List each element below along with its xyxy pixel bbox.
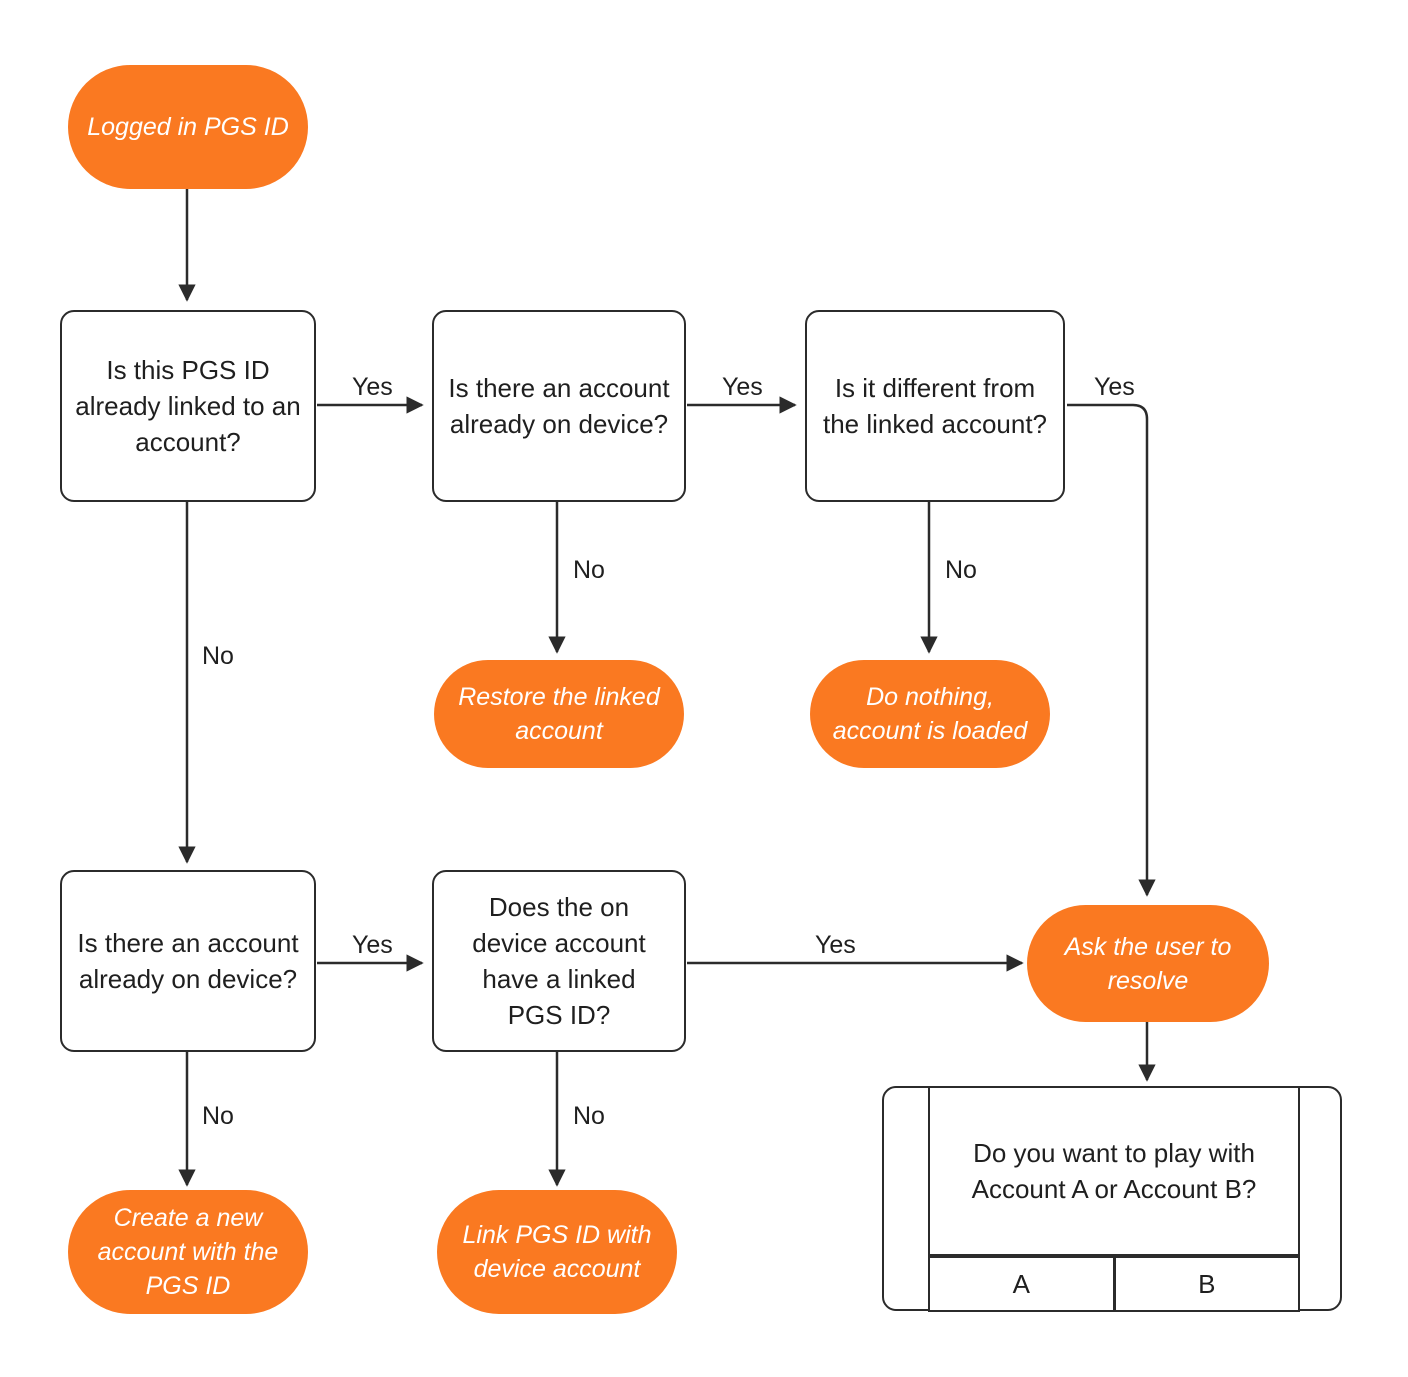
node-decision-account-on-device-top: Is there an account already on device? (432, 310, 686, 502)
edge-label-d5-no: No (573, 1102, 605, 1130)
node-terminal-ask-user-to-resolve: Ask the user to resolve (1027, 905, 1269, 1022)
edge-label-d1-no: No (202, 642, 234, 670)
dialog-button-row: A B (928, 1256, 1300, 1312)
edge-d3-yes-ask (1067, 403, 1156, 897)
node-decision-device-account-has-pgs-id: Does the on device account have a linked… (432, 870, 686, 1052)
node-terminal-create-new-account-label: Create a new account with the PGS ID (97, 1204, 279, 1300)
node-decision-pgs-id-linked: Is this PGS ID already linked to an acco… (60, 310, 316, 502)
node-start: Logged in PGS ID (68, 65, 308, 189)
node-decision-account-on-device-bottom: Is there an account already on device? (60, 870, 316, 1052)
dialog-button-a-label: A (1012, 1268, 1030, 1299)
edge-label-d2-no: No (573, 556, 605, 584)
node-terminal-link-pgs-id-label: Link PGS ID with device account (462, 1221, 652, 1283)
node-terminal-restore-linked-account: Restore the linked account (434, 660, 684, 768)
node-decision-account-on-device-top-label: Is there an account already on device? (448, 373, 670, 439)
node-start-label: Logged in PGS ID (87, 113, 289, 141)
edge-label-d4-yes: Yes (352, 931, 393, 959)
node-terminal-create-new-account: Create a new account with the PGS ID (68, 1190, 308, 1314)
dialog-message-panel: Do you want to play with Account A or Ac… (928, 1086, 1300, 1256)
dialog-message-text: Do you want to play with Account A or Ac… (971, 1138, 1257, 1204)
node-terminal-link-pgs-id: Link PGS ID with device account (437, 1190, 677, 1314)
node-decision-pgs-id-linked-label: Is this PGS ID already linked to an acco… (75, 355, 301, 457)
dialog-button-b[interactable]: B (1112, 1258, 1299, 1310)
node-decision-account-on-device-bottom-label: Is there an account already on device? (77, 928, 299, 994)
edge-label-d5-yes: Yes (815, 931, 856, 959)
dialog-button-a[interactable]: A (930, 1258, 1113, 1310)
dialog-button-b-label: B (1198, 1268, 1216, 1299)
node-decision-device-account-has-pgs-id-label: Does the on device account have a linked… (472, 892, 646, 1030)
edge-label-d3-yes: Yes (1094, 373, 1135, 401)
edge-label-d4-no: No (202, 1102, 234, 1130)
node-decision-different-from-linked: Is it different from the linked account? (805, 310, 1065, 502)
node-terminal-ask-user-to-resolve-label: Ask the user to resolve (1064, 932, 1232, 995)
edge-label-d3-no: No (945, 556, 977, 584)
node-terminal-do-nothing: Do nothing, account is loaded (810, 660, 1050, 768)
edge-label-d2-yes: Yes (722, 373, 763, 401)
node-terminal-restore-linked-account-label: Restore the linked account (458, 683, 660, 745)
node-terminal-do-nothing-label: Do nothing, account is loaded (832, 683, 1028, 745)
edge-label-d1-yes: Yes (352, 373, 393, 401)
node-decision-different-from-linked-label: Is it different from the linked account? (822, 373, 1048, 439)
